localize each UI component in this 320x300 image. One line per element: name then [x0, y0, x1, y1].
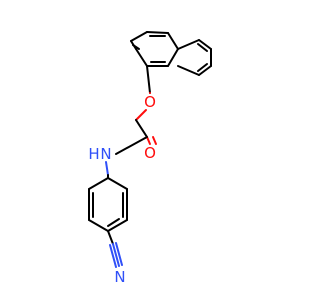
amide-nitrogen-label: N: [100, 145, 111, 163]
amide-hydrogen-label: H: [88, 145, 99, 163]
ether-oxygen-label: O: [144, 93, 156, 111]
bond-co-o-double: [152, 136, 157, 145]
bond-naph-b-double1: [197, 43, 208, 52]
bond-naph-b2: [198, 39, 212, 50]
bond-naph-b-double2: [197, 63, 208, 72]
bond-triple-1: [112, 243, 120, 267]
molecule-structure: O O N H N: [88, 31, 212, 286]
nitrile-nitrogen-label: N: [114, 268, 125, 286]
bond-ch2-co: [135, 119, 148, 138]
bond-naph-b1: [177, 39, 200, 50]
bond-ph-1: [88, 177, 109, 190]
bond-co-n: [115, 136, 148, 155]
carbonyl-oxygen-label: O: [144, 144, 156, 162]
bond-naph-b4: [198, 65, 212, 76]
bond-naph-a5: [135, 48, 148, 67]
bond-naph-a-double3: [132, 44, 140, 50]
bond-naph-b5: [177, 65, 200, 76]
bond-o-ch2: [135, 109, 147, 121]
bond-ph-3: [88, 219, 109, 232]
bond-naph-a2: [146, 31, 169, 34]
bond-naph-fusion: [167, 48, 179, 67]
atom-label-layer: O O N H N: [88, 93, 156, 286]
bond-n-c: [105, 161, 109, 176]
bond-ph-6: [107, 177, 128, 190]
bond-c-o-ether-1: [146, 65, 151, 94]
bond-triple-2: [115, 242, 123, 266]
bond-naph-a1: [130, 31, 148, 42]
bond-layer: [88, 31, 212, 268]
bond-ring-cn: [107, 230, 114, 245]
bond-ph-4: [107, 219, 128, 232]
bond-ph-double3: [107, 218, 120, 227]
bond-triple-3: [109, 244, 117, 268]
bond-co-o: [146, 136, 151, 145]
bond-naph-fusion-top: [167, 32, 179, 50]
